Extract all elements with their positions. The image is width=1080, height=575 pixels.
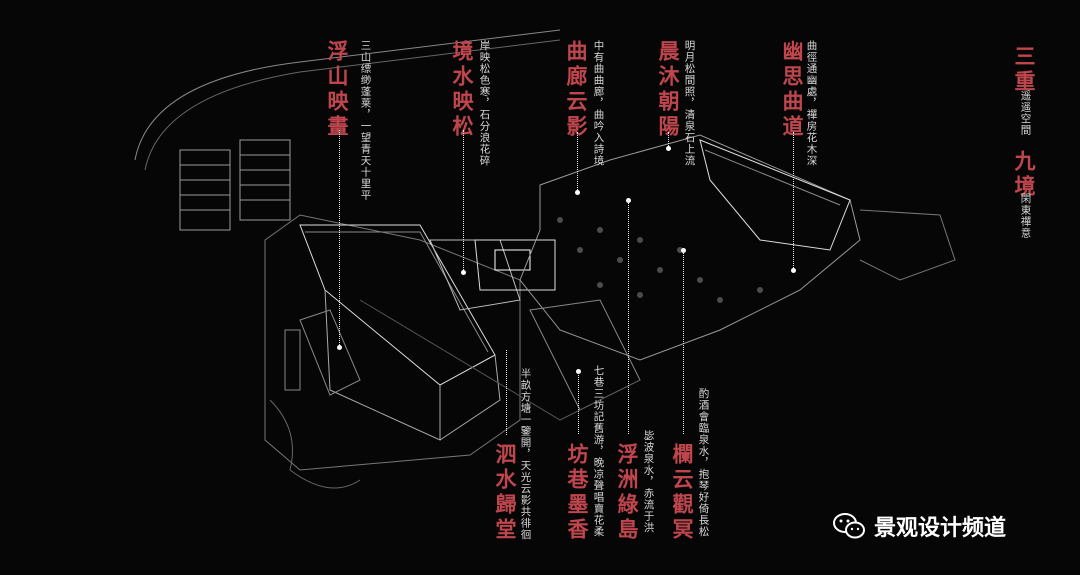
label-desc-fushan: 三山缥缈蓬莱，一望青天十里平 (359, 40, 372, 201)
leader-dot (791, 268, 796, 273)
label-title-qulang: 曲廊云影 (564, 40, 589, 140)
leader-dot (576, 369, 581, 374)
label-desc-jingshui: 岸映松色寒，石分浪花碎 (478, 40, 491, 167)
wechat-icon (833, 513, 865, 539)
label-desc-chenmu: 明月松間照，清泉石上流 (683, 40, 696, 167)
label-title-yousi: 幽思曲道 (780, 40, 805, 140)
leader-line (668, 132, 669, 146)
watermark-text: 景观设计频道 (874, 516, 1007, 541)
leader-dot (575, 190, 580, 195)
leader-line (506, 350, 507, 435)
label-desc-qulang: 中有曲曲廊，曲吟入詩境 (592, 40, 605, 167)
leader-line (793, 132, 794, 270)
label-title-fuzhou: 浮洲綠島 (615, 443, 640, 543)
legend-title-jiujing: 九境 (1012, 150, 1037, 200)
leader-line (683, 250, 684, 434)
label-title-sishui: 泗水歸堂 (493, 443, 518, 543)
leader-dot (461, 270, 466, 275)
leader-line (339, 130, 340, 345)
label-title-fangxiang: 坊巷墨香 (565, 443, 590, 543)
label-title-fushan: 浮山映畫 (325, 40, 350, 140)
label-title-chenmu: 晨沐朝陽 (656, 40, 681, 140)
watermark: 景观设计频道 (832, 510, 1006, 542)
leader-line (463, 130, 464, 270)
label-desc-fangxiang: 七巷三坊記舊游，晚凉聲唱賣花柔 (592, 365, 605, 538)
legend-desc-jiujing: 閑東禪意 (1019, 193, 1032, 239)
leader-line (628, 200, 629, 434)
legend-desc-sanzhong: 遥遥空間 (1019, 90, 1032, 136)
leader-line (578, 372, 579, 434)
leader-dot (666, 146, 671, 151)
label-title-jingshui: 境水映松 (450, 40, 475, 140)
leader-line (577, 132, 578, 190)
label-title-lanyun: 欄云觀冥 (670, 443, 695, 543)
label-desc-lanyun: 酌酒會臨泉水，抱琴好倚長松 (697, 388, 710, 538)
legend-title-sanzhong: 三重 (1012, 45, 1037, 95)
leader-dot (337, 345, 342, 350)
label-desc-yousi: 曲徑通幽處，禪房花木深 (805, 40, 818, 167)
label-desc-sishui: 半畝方塘一鑒開，天光云影共徘徊 (519, 368, 532, 541)
label-desc-fuzhou: 毖波泉水，赤流于洪 (642, 430, 655, 534)
